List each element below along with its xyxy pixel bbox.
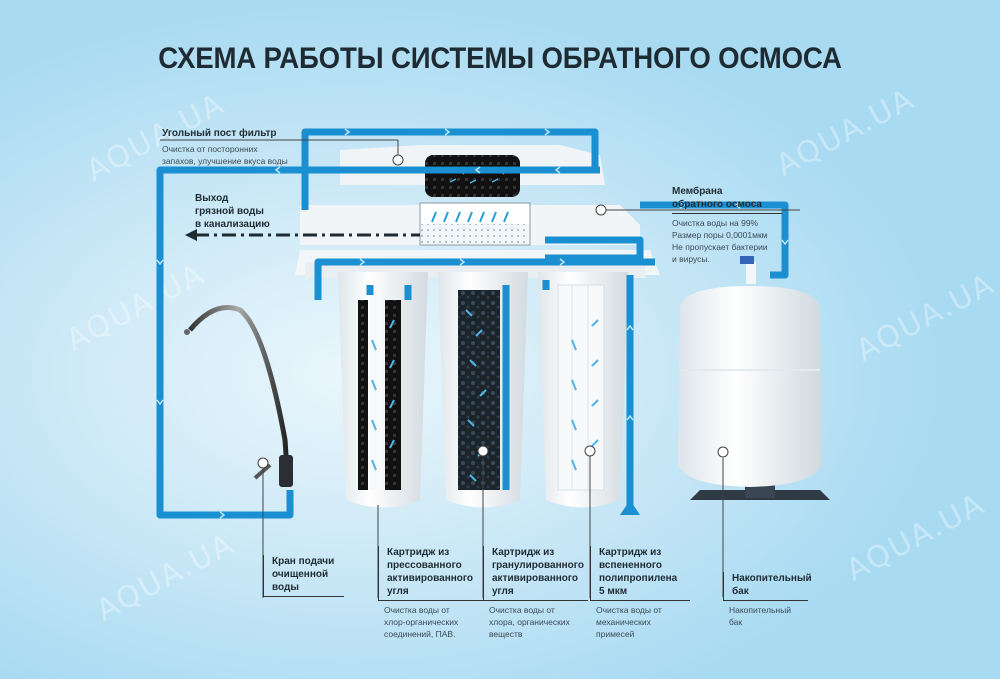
pp-heading-2: вспененного [599, 560, 662, 571]
drain-heading-2: грязной воды [195, 206, 264, 217]
label-membrane: Мембрана обратного осмоса Очистка воды н… [672, 185, 782, 265]
drain-line [185, 229, 420, 241]
membrane-desc-3: Не пропускает бактерии [672, 242, 768, 252]
faucet-heading-2: очищенной [272, 569, 329, 580]
tank-desc-2: бак [729, 617, 743, 627]
granular-desc-1: Очистка воды от [489, 605, 555, 615]
faucet-heading-3: воды [272, 582, 299, 593]
pp-heading-4: 5 мкм [599, 586, 628, 597]
pressed-desc-3: соединений, ПАВ. [384, 629, 456, 639]
tank-heading-1: Накопительный [732, 573, 812, 584]
carbon-post-filter [340, 145, 605, 197]
pressed-heading-3: активированного [387, 573, 474, 584]
membrane-heading-1: Мембрана [672, 186, 723, 197]
membrane-desc-4: и вирусы. [672, 254, 710, 264]
label-cartridge-polypropylene: Картридж из вспененного полипропилена 5 … [590, 546, 690, 640]
faucet [184, 305, 293, 487]
water-pipes [156, 128, 789, 519]
label-drain: Выход грязной воды в канализацию [195, 192, 270, 231]
drain-heading-1: Выход [195, 193, 229, 204]
membrane-desc-1: Очистка воды на 99% [672, 218, 759, 228]
pp-desc-3: примесей [596, 629, 635, 639]
granular-heading-4: угля [492, 586, 514, 597]
pp-heading-1: Картридж из [599, 547, 662, 558]
faucet-heading-1: Кран подачи [272, 556, 335, 567]
granular-heading-3: активированного [492, 573, 579, 584]
pipe-flow-chevrons [156, 128, 789, 519]
membrane-heading-2: обратного осмоса [672, 198, 782, 214]
page-title: СХЕМА РАБОТЫ СИСТЕМЫ ОБРАТНОГО ОСМОСА [158, 42, 842, 75]
carbon-post-filter-heading: Угольный пост фильтр [162, 128, 277, 139]
granular-desc-3: веществ [489, 629, 523, 639]
pp-desc-2: механических [596, 617, 651, 627]
label-cartridge-granular-carbon: Картридж из гранулированного активирован… [483, 546, 588, 640]
pp-heading-3: полипропилена [599, 573, 678, 584]
label-cartridge-pressed-carbon: Картридж из прессованного активированног… [378, 546, 483, 640]
pressed-desc-2: хлор-органических [384, 617, 459, 627]
pressed-heading-4: угля [387, 586, 409, 597]
cartridge-granular-carbon [458, 290, 500, 490]
inlet-arrow-icon [620, 500, 640, 515]
storage-tank [678, 256, 830, 500]
granular-heading-2: гранулированного [492, 560, 584, 571]
carbon-post-filter-desc-1: Очистка от посторонних [162, 144, 258, 154]
tank-heading-2: бак [732, 586, 749, 597]
membrane-desc-2: Размер поры 0,0001мкм [672, 230, 768, 240]
membrane-housing [300, 202, 640, 246]
label-carbon-post-filter: Угольный пост фильтр Очистка от посторон… [162, 127, 332, 167]
pp-desc-1: Очистка воды от [596, 605, 662, 615]
label-faucet: Кран подачи очищенной воды [263, 555, 344, 597]
pressed-heading-2: прессованного [387, 560, 462, 571]
label-storage-tank: Накопительный бак Накопительный бак [723, 572, 812, 628]
cartridge-pressed-carbon [358, 290, 401, 490]
flow-arrows [371, 309, 599, 482]
cartridge-polypropylene [557, 284, 605, 491]
granular-heading-1: Картридж из [492, 547, 555, 558]
tank-desc-1: Накопительный [729, 605, 791, 615]
granular-desc-2: хлора, органических [489, 617, 570, 627]
drain-heading-3: в канализацию [195, 219, 270, 230]
pressed-desc-1: Очистка воды от [384, 605, 450, 615]
carbon-post-filter-desc-2: запахов, улучшение вкуса воды [162, 156, 288, 166]
pressed-heading-1: Картридж из [387, 547, 450, 558]
